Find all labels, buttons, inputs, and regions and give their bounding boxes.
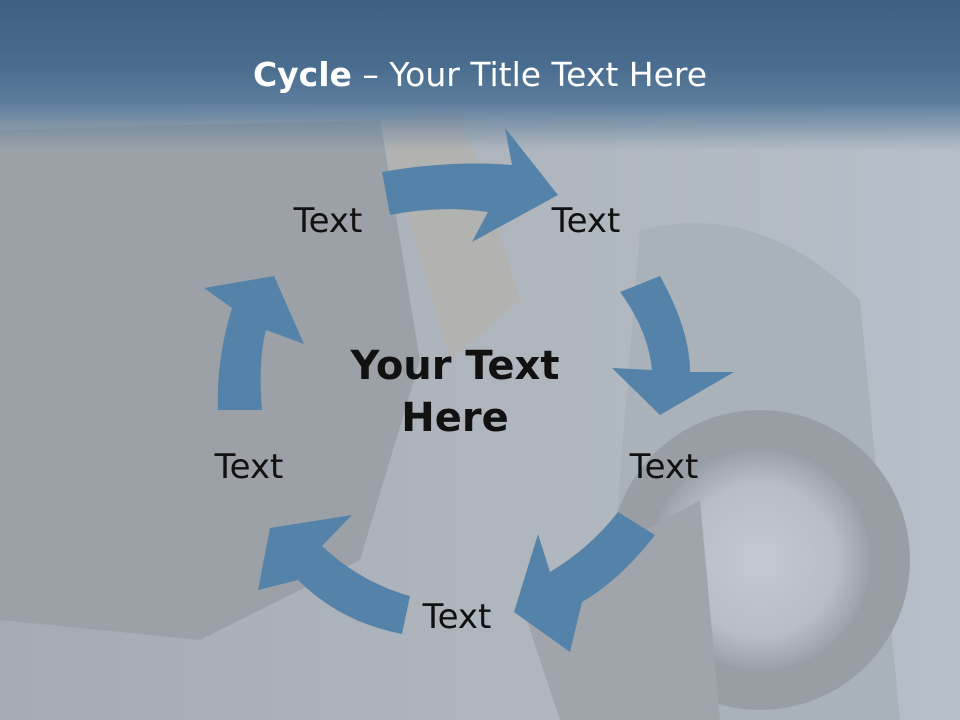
cycle-arrow-3[interactable] <box>514 512 655 652</box>
cycle-arrow-5[interactable] <box>204 276 304 410</box>
cycle-arrow-1[interactable] <box>382 128 558 242</box>
title-rest: – Your Title Text Here <box>351 55 708 94</box>
cycle-node-label-top-right[interactable]: Text <box>551 201 621 241</box>
slide-title[interactable]: Cycle – Your Title Text Here <box>0 55 960 95</box>
center-text-line-1: Your Text <box>350 343 560 389</box>
cycle-arrow-4[interactable] <box>258 515 410 634</box>
title-bar <box>0 0 960 150</box>
cycle-arrow-2[interactable] <box>612 276 734 415</box>
center-text[interactable]: Your Text Here <box>330 340 580 444</box>
cycle-node-label-right[interactable]: Text <box>629 447 699 487</box>
title-bold: Cycle <box>252 55 352 94</box>
cycle-node-label-top-left[interactable]: Text <box>293 201 363 241</box>
center-text-line-2: Here <box>401 395 509 441</box>
cycle-node-label-left[interactable]: Text <box>214 447 284 487</box>
cycle-node-label-bottom[interactable]: Text <box>422 597 492 637</box>
